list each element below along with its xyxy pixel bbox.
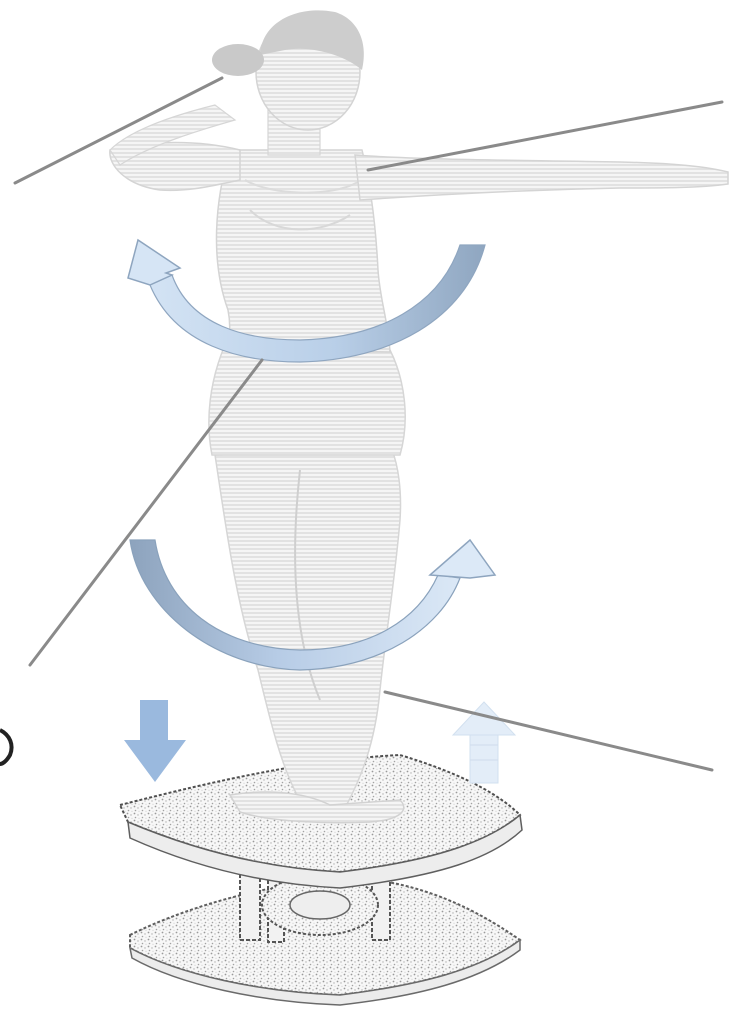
edge-mark xyxy=(0,730,12,764)
figure-hair-bun xyxy=(212,44,264,76)
figure-legs xyxy=(215,450,401,808)
callout-line-shoulder xyxy=(368,102,722,170)
lower-rotation-arrowhead xyxy=(430,540,495,578)
callout-line-calf xyxy=(385,692,712,770)
figure-head xyxy=(212,10,364,130)
down-arrow xyxy=(124,700,186,782)
